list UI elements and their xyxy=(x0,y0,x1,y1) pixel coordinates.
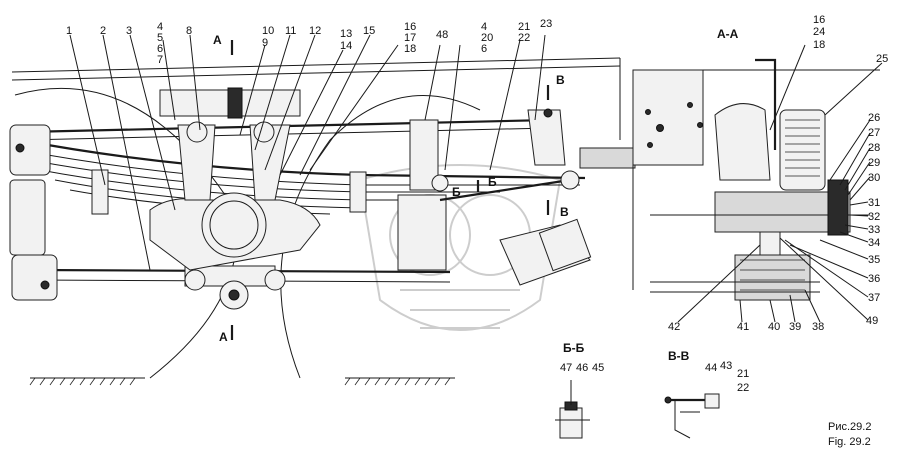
section-aa-title: А-А xyxy=(717,27,739,41)
callout-41: 41 xyxy=(737,321,749,333)
callout-47: 47 xyxy=(560,362,572,374)
mark-v-1: В xyxy=(556,73,565,87)
callout-31: 31 xyxy=(868,197,880,209)
callouts-aa: 16 24 18 25 26 27 28 29 30 31 32 33 34 3… xyxy=(668,14,888,333)
callout-4: 4 xyxy=(157,21,163,33)
leaf-spring xyxy=(19,138,586,215)
callout-28: 28 xyxy=(868,142,880,154)
callout-4b: 4 xyxy=(481,21,487,33)
callout-40: 40 xyxy=(768,321,780,333)
callout-22: 22 xyxy=(518,32,530,44)
section-bb-title: Б-Б xyxy=(563,341,585,355)
lower-rod xyxy=(34,265,451,287)
section-labels: А А А-А Б-Б В-В Б Б В В xyxy=(213,27,739,363)
callout-1: 1 xyxy=(66,25,72,37)
callout-7: 7 xyxy=(157,54,163,66)
callout-6b: 6 xyxy=(481,43,487,55)
callout-vv-22: 22 xyxy=(737,382,749,394)
mark-b-2: Б xyxy=(452,185,461,199)
callout-5: 5 xyxy=(157,32,163,44)
ground-left xyxy=(29,377,145,386)
callout-38: 38 xyxy=(812,321,824,333)
leader-lines xyxy=(69,34,883,323)
section-vv-title: В-В xyxy=(668,349,690,363)
brake-assembly xyxy=(397,108,636,286)
section-bb-detail xyxy=(555,380,590,439)
callout-vv-21: 21 xyxy=(737,368,749,380)
callout-25: 25 xyxy=(876,53,888,65)
callout-26: 26 xyxy=(868,112,880,124)
callout-32: 32 xyxy=(868,211,880,223)
callout-10: 10 xyxy=(262,25,274,37)
callout-45: 45 xyxy=(592,362,604,374)
callout-46: 46 xyxy=(576,362,588,374)
trunnion-hub xyxy=(149,121,321,310)
figure-caption: Рис.29.2 Fig. 29.2 xyxy=(828,421,871,448)
callout-2: 2 xyxy=(100,25,106,37)
callout-16: 16 xyxy=(404,21,416,33)
callout-37: 37 xyxy=(868,292,880,304)
callout-9: 9 xyxy=(262,37,268,49)
callouts-bb: 47 46 45 xyxy=(560,362,604,374)
callout-17: 17 xyxy=(404,32,416,44)
callout-48: 48 xyxy=(436,29,448,41)
frame-rail xyxy=(11,57,621,140)
callouts-vv: 44 43 21 22 xyxy=(705,360,749,394)
callout-20: 20 xyxy=(481,32,493,44)
callout-39: 39 xyxy=(789,321,801,333)
callout-29: 29 xyxy=(868,157,880,169)
callout-49: 49 xyxy=(866,315,878,327)
callout-21: 21 xyxy=(518,21,530,33)
callout-33: 33 xyxy=(868,224,880,236)
callout-18: 18 xyxy=(404,43,416,55)
callout-8: 8 xyxy=(186,25,192,37)
caption-en: Fig. 29.2 xyxy=(828,436,871,448)
callout-30: 30 xyxy=(868,172,880,184)
callout-aa-16: 16 xyxy=(813,14,825,26)
section-aa-view xyxy=(632,58,880,301)
callout-43: 43 xyxy=(720,360,732,372)
wheel-rear xyxy=(280,94,481,379)
callout-15: 15 xyxy=(363,25,375,37)
callout-35: 35 xyxy=(868,254,880,266)
callout-34: 34 xyxy=(868,237,880,249)
section-vv-detail xyxy=(664,393,720,439)
callout-27: 27 xyxy=(868,127,880,139)
callouts-main: 1 2 3 4 5 6 7 8 9 10 11 12 13 14 15 16 1… xyxy=(66,18,552,66)
callout-3: 3 xyxy=(126,25,132,37)
callout-6: 6 xyxy=(157,43,163,55)
callout-aa-24: 24 xyxy=(813,26,825,38)
callout-14: 14 xyxy=(340,40,352,52)
section-a-bottom: А xyxy=(219,330,228,344)
callout-36: 36 xyxy=(868,273,880,285)
caption-ru: Рис.29.2 xyxy=(828,421,871,433)
front-bracket xyxy=(9,124,58,301)
callout-12: 12 xyxy=(309,25,321,37)
mark-b-1: Б xyxy=(488,175,497,189)
section-a-top: А xyxy=(213,33,222,47)
callout-23: 23 xyxy=(540,18,552,30)
callout-aa-18: 18 xyxy=(813,39,825,51)
section-arrows xyxy=(230,40,550,340)
callout-42: 42 xyxy=(668,321,680,333)
callout-44: 44 xyxy=(705,362,717,374)
ground-right xyxy=(344,377,455,386)
mark-v-2: В xyxy=(560,205,569,219)
callout-13: 13 xyxy=(340,28,352,40)
callout-11: 11 xyxy=(285,25,296,37)
